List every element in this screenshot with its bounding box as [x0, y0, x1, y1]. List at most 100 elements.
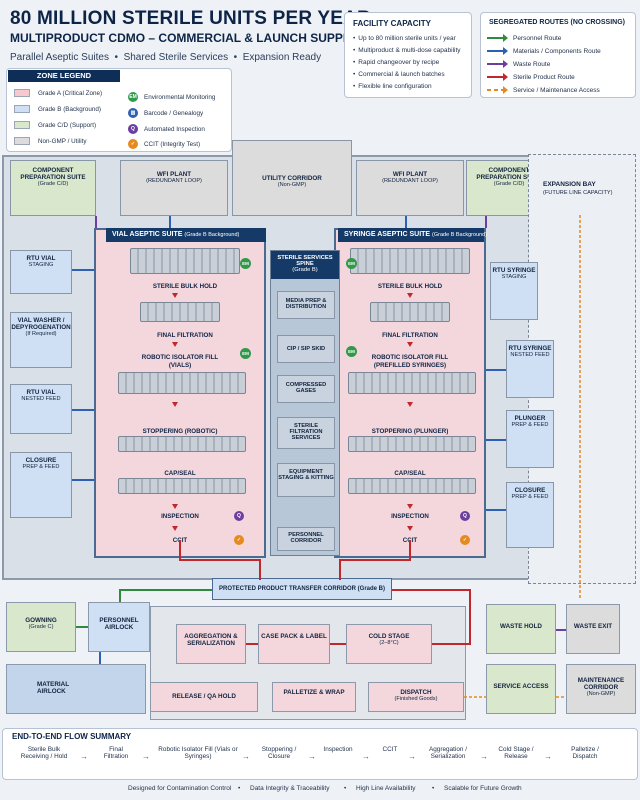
box-sub: (Grade C) — [28, 624, 54, 630]
bulk-tanks-vial — [130, 248, 240, 274]
material-airlock: MATERIAL AIRLOCK — [6, 664, 146, 714]
sterile-filtration-cell: STERILE FILTRATION SERVICES — [277, 417, 335, 449]
tagline: Parallel Aseptic Suites • Shared Sterile… — [10, 52, 322, 63]
vial-step-filtration: FINAL FILTRATION — [157, 332, 213, 339]
syringe-step-inspection: INSPECTION — [391, 513, 429, 520]
aggregation-serialization: AGGREGATION & SERIALIZATION — [176, 624, 246, 664]
syringe-step-stoppering: STOPPERING (PLUNGER) — [371, 428, 449, 435]
room-sub: NESTED FEED — [510, 352, 550, 358]
capping-machine-syringe — [348, 478, 476, 494]
product-transfer-corridor: PROTECTED PRODUCT TRANSFER CORRIDOR (Gra… — [212, 578, 392, 600]
compressed-gases-cell: COMPRESSED GASES — [277, 375, 335, 403]
icon-label: Barcode / Genealogy — [144, 110, 204, 117]
footer-item: High Line Availability — [356, 785, 416, 792]
box-title: MATERIAL AIRLOCK — [37, 681, 69, 695]
box-title: WASTE HOLD — [500, 623, 542, 630]
shield-icon: ✓ — [460, 535, 470, 545]
room-title: CLOSURE — [514, 487, 546, 494]
media-prep-cell: MEDIA PREP & DISTRIBUTION — [277, 291, 335, 319]
em-icon: EM — [240, 348, 251, 359]
utility-corridor: UTILITY CORRIDOR (Non-GMP) — [232, 140, 352, 216]
isolator-fill-line-vial — [118, 372, 246, 394]
vial-step-inspection: INSPECTION — [161, 513, 199, 520]
zone-label: Grade A (Critical Zone) — [38, 90, 103, 97]
em-icon: EM — [240, 258, 251, 269]
route-label: Personnel Route — [513, 34, 562, 42]
capacity-item: Up to 80 million sterile units / year — [353, 35, 456, 42]
syringe-suite-header: SYRINGE ASEPTIC SUITE (Grade B Backgroun… — [338, 228, 488, 242]
syringe-step-fill: ROBOTIC ISOLATOR FILL — [371, 354, 449, 361]
spine-grade: (Grade B) — [292, 267, 318, 273]
room-title: RTU VIAL — [26, 389, 56, 396]
route-waste: Waste Route — [487, 59, 550, 69]
zone-label: Grade B (Background) — [38, 106, 101, 113]
vial-step-capseal: CAP/SEAL — [164, 470, 196, 477]
route-label: Service / Maintenance Access — [513, 86, 600, 94]
box-sub: (2–8°C) — [379, 640, 399, 646]
stoppering-machine-vial — [118, 436, 246, 452]
sterile-services-spine: STERILE SERVICES SPINE (Grade B) MEDIA P… — [270, 250, 340, 556]
room-sub: (If Required) — [25, 331, 57, 337]
routes-panel: SEGREGATED ROUTES (NO CROSSING) Personne… — [480, 12, 636, 98]
syringe-step-filtration: FINAL FILTRATION — [382, 332, 438, 339]
room-title: RTU VIAL — [26, 255, 56, 262]
flow-step: Aggregation / Serialization — [428, 746, 468, 760]
materials-arrow-icon — [487, 47, 508, 55]
box-title: SERVICE ACCESS — [493, 683, 549, 690]
room-sub: (Grade C/D) — [493, 181, 525, 187]
vial-washer-room: VIAL WASHER / DEPYROGENATION(If Required… — [10, 312, 72, 368]
flow-step: Palletize / Dispatch — [571, 746, 599, 760]
case-pack-label: CASE PACK & LABEL — [258, 624, 330, 664]
route-personnel: Personnel Route — [487, 33, 561, 43]
room-title: COMPONENT PREPARATION SUITE — [20, 167, 86, 181]
service-access: SERVICE ACCESS — [486, 664, 556, 714]
room-title: VIAL WASHER / DEPYROGENATION — [11, 317, 71, 331]
grade-cd-swatch — [14, 121, 30, 129]
icon-label: Automated Inspection — [144, 126, 205, 133]
equipment-staging-cell: EQUIPMENT STAGING & KITTING — [277, 463, 335, 497]
syringe-step-capseal: CAP/SEAL — [394, 470, 426, 477]
tagline-item: Shared Sterile Services — [123, 52, 229, 63]
em-icon: EM — [346, 346, 357, 357]
capacity-item: Rapid changeover by recipe — [353, 59, 439, 66]
route-service: Service / Maintenance Access — [487, 85, 600, 95]
filtration-skid-syringe — [370, 302, 450, 322]
flow-step: Final Filtration — [103, 746, 129, 760]
room-title: WFI PLANT — [156, 171, 192, 178]
personnel-corridor-cell: PERSONNEL CORRIDOR — [277, 527, 335, 551]
dispatch: DISPATCH(Finished Goods) — [368, 682, 464, 712]
route-label: Sterile Product Route — [513, 73, 575, 81]
maintenance-corridor: MAINTENANCE CORRIDOR(Non-GMP) — [566, 664, 636, 714]
room-sub: PREP & FEED — [22, 464, 60, 470]
icon-label: CCIT (Integrity Test) — [144, 141, 201, 148]
vial-step-bulk: STERILE BULK HOLD — [152, 283, 218, 290]
room-sub: STAGING — [501, 274, 527, 280]
flow-step: Cold Stage / Release — [498, 746, 534, 760]
syringe-step-bulk: STERILE BULK HOLD — [377, 283, 443, 290]
page-title: 80 MILLION STERILE UNITS PER YEAR — [10, 8, 371, 29]
room-title: RTU SYRINGE — [508, 345, 552, 352]
tagline-item: Expansion Ready — [242, 52, 322, 63]
isolator-fill-line-syringe — [348, 372, 476, 394]
zone-legend-title: ZONE LEGEND — [8, 70, 120, 82]
box-sub: (Non-GMP) — [586, 691, 616, 697]
box-title: CASE PACK & LABEL — [261, 633, 327, 640]
syringe-suite-grade: (Grade B Background) — [432, 232, 488, 238]
wfi-plant-right: WFI PLANT (REDUNDANT LOOP) — [356, 160, 464, 216]
routes-title: SEGREGATED ROUTES (NO CROSSING) — [489, 19, 625, 26]
syringe-step-fill-sub: (PREFILLED SYRINGES) — [373, 362, 447, 369]
personnel-arrow-icon — [487, 34, 508, 42]
shield-icon: ✓ — [234, 535, 244, 545]
flow-summary-title: END-TO-END FLOW SUMMARY — [12, 732, 132, 741]
em-icon: EM — [346, 258, 357, 269]
flow-step: Sterile Bulk Receiving / Hold — [20, 746, 68, 760]
room-title: RTU SYRINGE — [492, 267, 536, 274]
room-title: WFI PLANT — [392, 171, 428, 178]
palletize-wrap: PALLETIZE & WRAP — [272, 682, 356, 712]
magnifier-icon: Q — [128, 124, 138, 134]
waste-exit: WASTE EXIT — [566, 604, 620, 654]
box-title: AGGREGATION & SERIALIZATION — [184, 633, 238, 647]
vial-step-ccit: CCIT — [172, 537, 188, 544]
